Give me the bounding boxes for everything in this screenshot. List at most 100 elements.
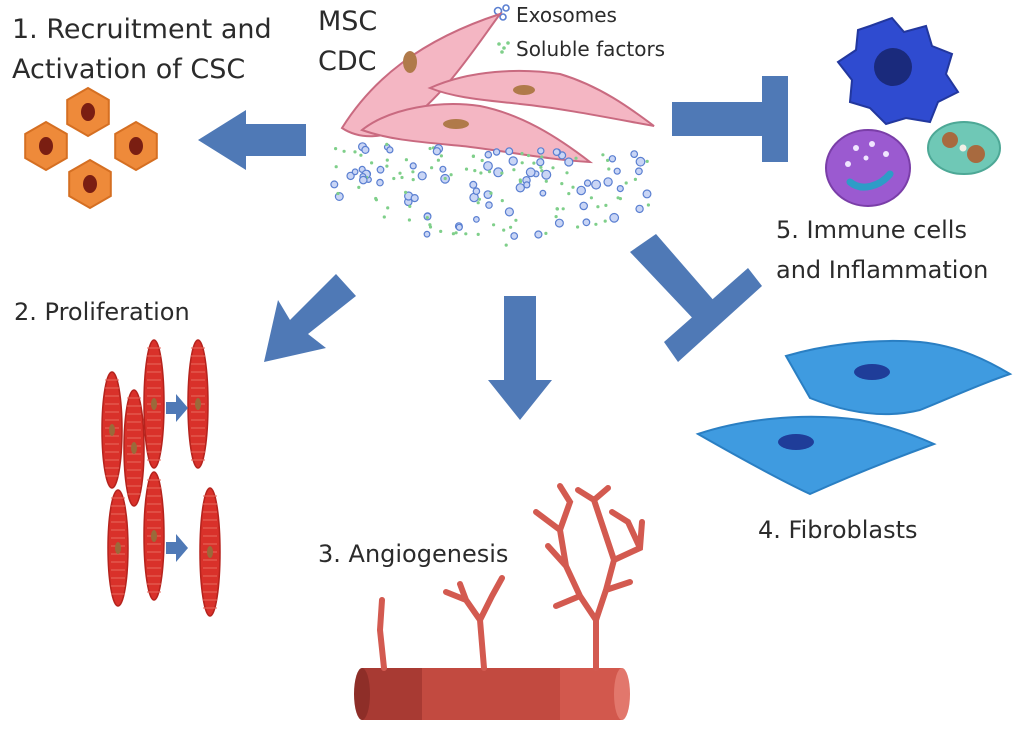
soluble-factor-dot (539, 165, 543, 169)
cardiomyocyte (199, 487, 221, 617)
label-recruitment-line1: 1. Recruitment and (12, 14, 272, 45)
soluble-factor-dot (526, 153, 531, 158)
exosome-particle (564, 157, 574, 167)
exosome-particle (613, 167, 621, 175)
inhibit-bar-immune (672, 76, 788, 162)
soluble-factor-dot (554, 215, 558, 219)
soluble-factor-dot (512, 168, 516, 172)
label-immune-line2: and Inflammation (776, 256, 988, 284)
exosome-particle (554, 218, 564, 228)
soluble-factor-dot (439, 229, 443, 233)
exosome-particle (583, 179, 592, 187)
legend-soluble-factors-label: Soluble factors (516, 37, 665, 61)
cardiomyocyte (143, 339, 165, 469)
soluble-factor-dot (489, 191, 493, 195)
exosome-particle (484, 150, 493, 159)
soluble-factor-dot (374, 196, 378, 201)
soluble-factor-dot (571, 185, 575, 189)
exosome-particle (539, 189, 547, 197)
csc-cell (66, 86, 110, 138)
exosome-particle (358, 175, 368, 185)
soluble-factor-legend-icon (497, 41, 510, 54)
soluble-factor-dot (353, 150, 357, 154)
soluble-factor-dot (518, 178, 522, 182)
soluble-factor-dot (487, 170, 492, 174)
soluble-factor-dot (464, 232, 468, 236)
exosome-particle (536, 158, 545, 167)
exosome-particle (423, 230, 431, 238)
csc-cell (114, 120, 158, 172)
legend-exosomes-label: Exosomes (516, 3, 617, 27)
soluble-factor-dot (567, 192, 571, 196)
exosome-particle (505, 147, 514, 156)
soluble-factor-dot (454, 231, 458, 235)
soluble-factor-dot (476, 232, 480, 236)
soluble-factor-dot (471, 154, 475, 158)
label-fibroblasts: 4. Fibroblasts (758, 516, 918, 544)
soluble-factor-dot (555, 207, 559, 211)
arrow-to-proliferation (264, 274, 356, 362)
soluble-factor-dot (382, 215, 386, 219)
proliferation-arrow-icon-bottom (166, 534, 188, 562)
exosome-particle (504, 207, 514, 217)
soluble-factor-dot (425, 216, 429, 220)
soluble-factor-dot (576, 225, 580, 229)
soluble-factor-dot (624, 181, 628, 185)
soluble-factor-dot (492, 223, 496, 227)
soluble-factor-dot (520, 161, 524, 165)
soluble-factor-dot (603, 219, 607, 223)
exosome-particle (635, 156, 646, 167)
exosome-particle (609, 212, 620, 223)
soluble-factor-dot (479, 171, 483, 175)
exosome-particle (346, 171, 355, 181)
exosome-particle (515, 183, 526, 193)
label-angiogenesis: 3. Angiogenesis (318, 540, 508, 568)
exosome-particle (485, 201, 493, 209)
soluble-factor-dot (439, 154, 443, 158)
soluble-factor-dot (385, 164, 389, 168)
exosome-particle (635, 167, 643, 176)
soluble-factor-dot (407, 218, 411, 222)
exosome-particle (410, 194, 419, 203)
exosome-particle (472, 187, 481, 196)
csc-cell (68, 158, 112, 210)
exosome-particle (483, 161, 493, 171)
exosome-particle (330, 180, 339, 189)
cardiomyocyte (123, 389, 145, 507)
soluble-factor-dot (477, 197, 481, 201)
exosome-particle (417, 171, 427, 181)
soluble-factor-dot (400, 175, 404, 180)
csc-cell (24, 120, 68, 172)
soluble-factor-dot (604, 203, 608, 207)
soluble-factor-dot (342, 149, 346, 153)
exosome-particle (525, 167, 536, 178)
soluble-factor-dot (601, 153, 605, 157)
soluble-factor-dot (645, 159, 649, 163)
exosome-particle (616, 185, 624, 193)
soluble-factor-dot (560, 182, 564, 186)
label-cdc: CDC (318, 46, 377, 77)
soluble-factor-dot (428, 146, 432, 151)
exosome-particle (376, 178, 384, 187)
soluble-factor-dot (544, 231, 548, 235)
soluble-factor-dot (428, 223, 432, 227)
soluble-factor-dot (370, 161, 374, 165)
soluble-factor-dot (589, 196, 594, 200)
soluble-factor-dot (596, 205, 600, 209)
soluble-factor-dot (334, 147, 338, 151)
soluble-factor-dot (398, 171, 402, 175)
soluble-factor-dot (532, 161, 536, 165)
exosome-particle (386, 146, 394, 154)
exosome-particle (469, 180, 478, 189)
soluble-factor-dot (386, 206, 390, 210)
cardiomyocyte (143, 471, 165, 601)
exosome-particle (439, 165, 447, 173)
soluble-factor-dot (544, 179, 548, 183)
exosome-particle (361, 145, 370, 154)
soluble-factor-dot (451, 232, 455, 236)
exosome-particle (432, 147, 442, 156)
csc-cell-cluster (24, 86, 158, 210)
soluble-factor-dot (404, 158, 408, 162)
exosome-particle (603, 177, 613, 187)
